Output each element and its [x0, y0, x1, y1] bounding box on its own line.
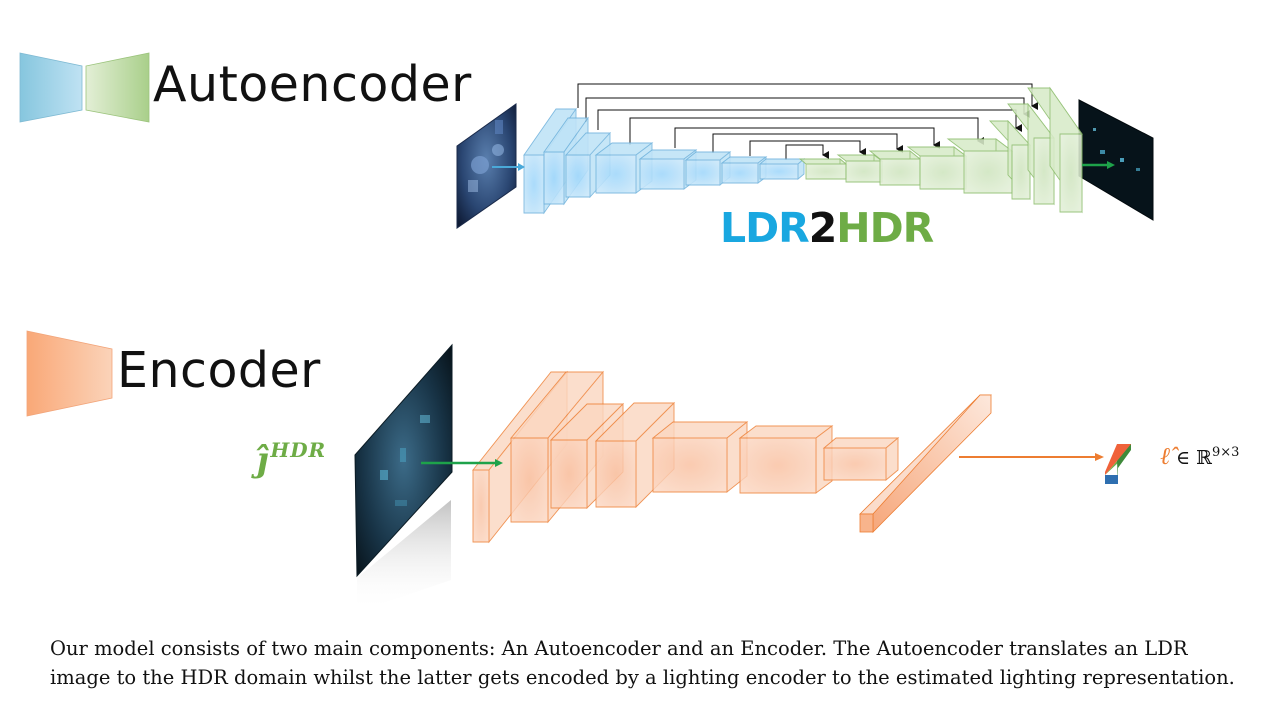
lighting-dimensions: 9×3	[1211, 445, 1240, 460]
arrows	[421, 161, 1115, 467]
skip-connection	[629, 117, 984, 145]
lighting-relation: ∈ ℝ	[1170, 447, 1212, 469]
hdr-text: HDR	[836, 204, 934, 252]
encoder-conv-block	[822, 437, 900, 481]
skip-connection	[674, 127, 940, 149]
ldr2hdr-label: LDR2HDR	[720, 204, 934, 252]
decoder-conv-block	[1027, 86, 1083, 214]
lighting-output-tensor	[1105, 444, 1131, 484]
decoder-conv-block	[906, 146, 968, 190]
lighting-symbol: ℓ̂	[1160, 442, 1170, 470]
decoder-conv-block	[1007, 102, 1055, 206]
decoder-conv-block	[988, 119, 1032, 201]
encoder-title: Encoder	[117, 342, 321, 399]
encoder-blocks	[472, 370, 900, 544]
feature-vector-bar	[859, 394, 992, 533]
hdr-input-superscript: HDR	[270, 438, 327, 462]
logo-encoder-trapezoid	[19, 52, 83, 123]
two-text: 2	[808, 204, 838, 252]
encoder-conv-block	[738, 425, 834, 494]
autoencoder-logo	[19, 52, 150, 123]
hdr-input-symbol: ĵ	[256, 440, 269, 480]
skip-connections	[577, 83, 1038, 160]
encoder-conv-block	[720, 156, 768, 184]
hdr-output-image	[1078, 99, 1154, 221]
lighting-output-label: ℓ̂ ∈ ℝ9×3	[1160, 442, 1239, 471]
ldr-text: LDR	[720, 204, 810, 252]
encoder-conv-block	[564, 131, 612, 199]
skip-connection	[749, 140, 866, 156]
encoder-conv-block	[651, 421, 749, 493]
skip-connection	[785, 144, 829, 160]
autoencoder-title: Autoencoder	[153, 56, 472, 113]
ldr-input-image	[456, 103, 517, 229]
encoder-conv-block	[758, 158, 806, 180]
autoencoder-blocks	[523, 86, 1083, 215]
encoder-logo	[26, 330, 113, 417]
skip-connection	[712, 133, 903, 153]
decoder-conv-block	[798, 158, 848, 180]
caption: Our model consists of two main component…	[50, 637, 1235, 689]
logo-decoder-trapezoid	[85, 52, 150, 123]
skip-connection	[577, 83, 1038, 110]
skip-connection	[597, 109, 1022, 132]
hdr-encoder-input-image	[354, 343, 453, 612]
